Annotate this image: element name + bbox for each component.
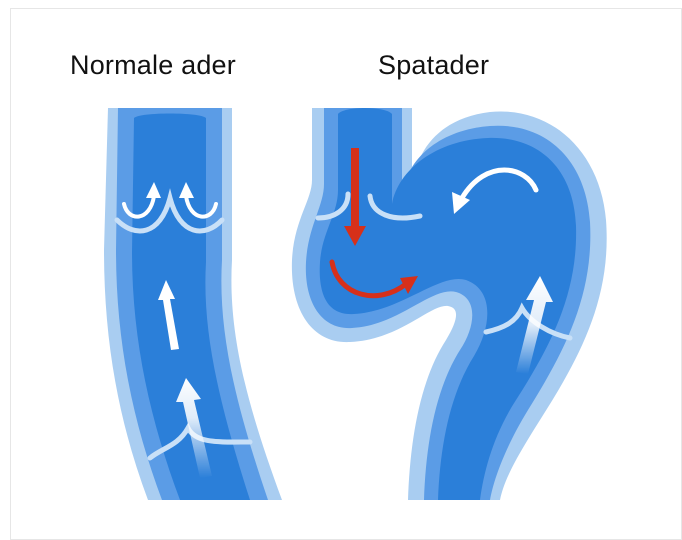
varicose-vein xyxy=(292,108,607,500)
normal-vein xyxy=(104,108,282,500)
